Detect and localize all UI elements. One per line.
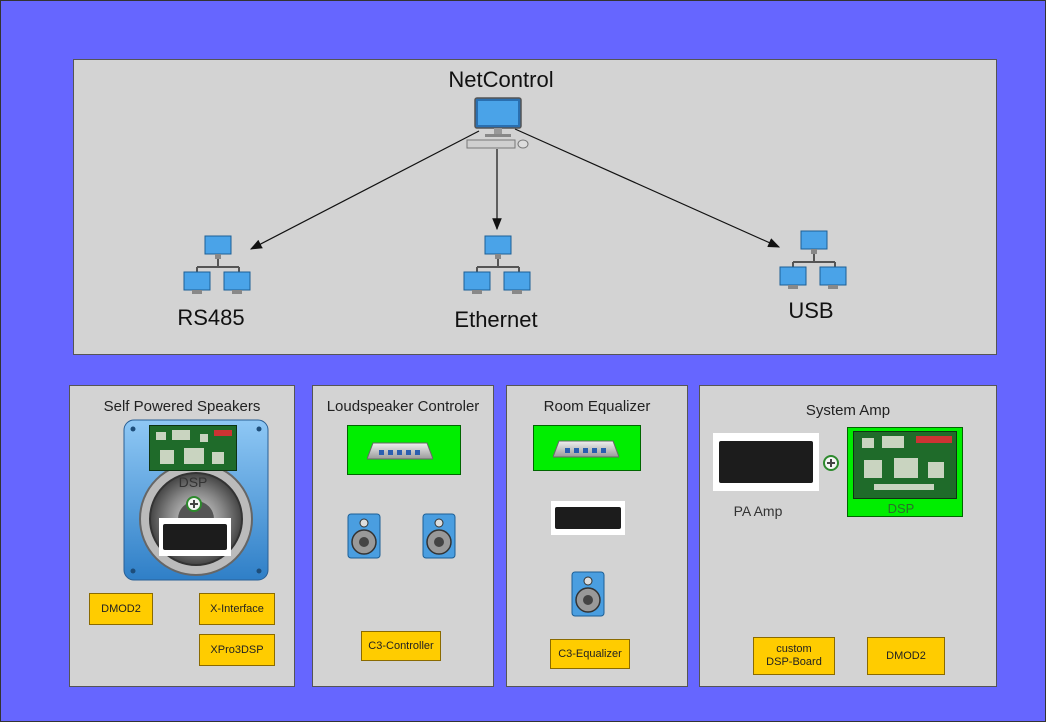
switch-icon [553, 440, 619, 458]
arrow-to-rs485 [249, 130, 480, 250]
dsp-label: DSP [887, 501, 915, 516]
tag-xpro3dsp: XPro3DSP [199, 634, 275, 666]
network-icon [183, 235, 251, 294]
dsp-label: DSP [178, 474, 208, 490]
arrow-to-usb [514, 128, 781, 248]
tag-x-interface: X-Interface [199, 593, 275, 625]
network-icon [463, 235, 531, 295]
network-panel [73, 59, 997, 355]
tag-dmod2: DMOD2 [89, 593, 153, 625]
plus-icon [186, 496, 202, 512]
switch-icon [367, 442, 433, 460]
computer-icon [466, 97, 529, 149]
node-label-rs485: RS485 [177, 305, 245, 330]
tag-custom-dsp-board: custom DSP-Board [753, 637, 835, 675]
panel-title: Room Equalizer [543, 398, 651, 415]
amplifier-icon [159, 518, 231, 556]
pcb-icon [149, 425, 237, 471]
panel-title: Loudspeaker Controler [326, 398, 480, 415]
pcb-icon [853, 431, 957, 499]
node-label-usb: USB [788, 298, 834, 323]
tag-c3-controller: C3-Controller [361, 631, 441, 661]
pa-amp-label: PA Amp [733, 503, 783, 519]
tag-c3-equalizer: C3-Equalizer [550, 639, 630, 669]
speaker-icon [571, 571, 605, 617]
tag-dmod2: DMOD2 [867, 637, 945, 675]
speaker-icon [422, 513, 456, 559]
node-label-ethernet: Ethernet [454, 307, 538, 332]
netcontrol-title: NetControl [448, 67, 554, 92]
panel-title: Self Powered Speakers [103, 398, 261, 415]
plus-icon [823, 455, 839, 471]
amplifier-icon [551, 501, 625, 535]
speaker-icon [347, 513, 381, 559]
panel-title: System Amp [805, 402, 891, 419]
network-icon [779, 230, 847, 290]
amplifier-icon [713, 433, 819, 491]
